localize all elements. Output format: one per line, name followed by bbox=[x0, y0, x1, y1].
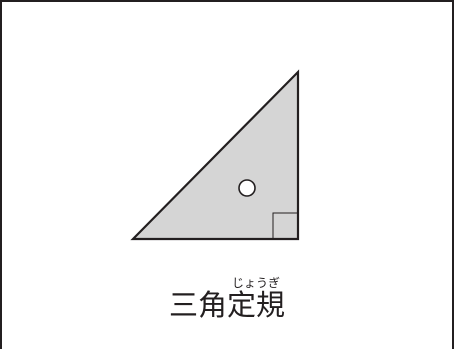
caption-ruby-base: 定規 bbox=[227, 288, 286, 322]
caption-ruby-reading: じょうぎ bbox=[227, 276, 286, 290]
set-square-hole bbox=[238, 179, 256, 197]
right-angle-mark bbox=[272, 212, 298, 239]
caption-plain: 三角 bbox=[168, 288, 227, 322]
caption: 三角定規じょうぎ bbox=[0, 276, 454, 324]
set-square-triangle bbox=[130, 69, 300, 241]
caption-ruby: 定規じょうぎ bbox=[227, 276, 286, 322]
